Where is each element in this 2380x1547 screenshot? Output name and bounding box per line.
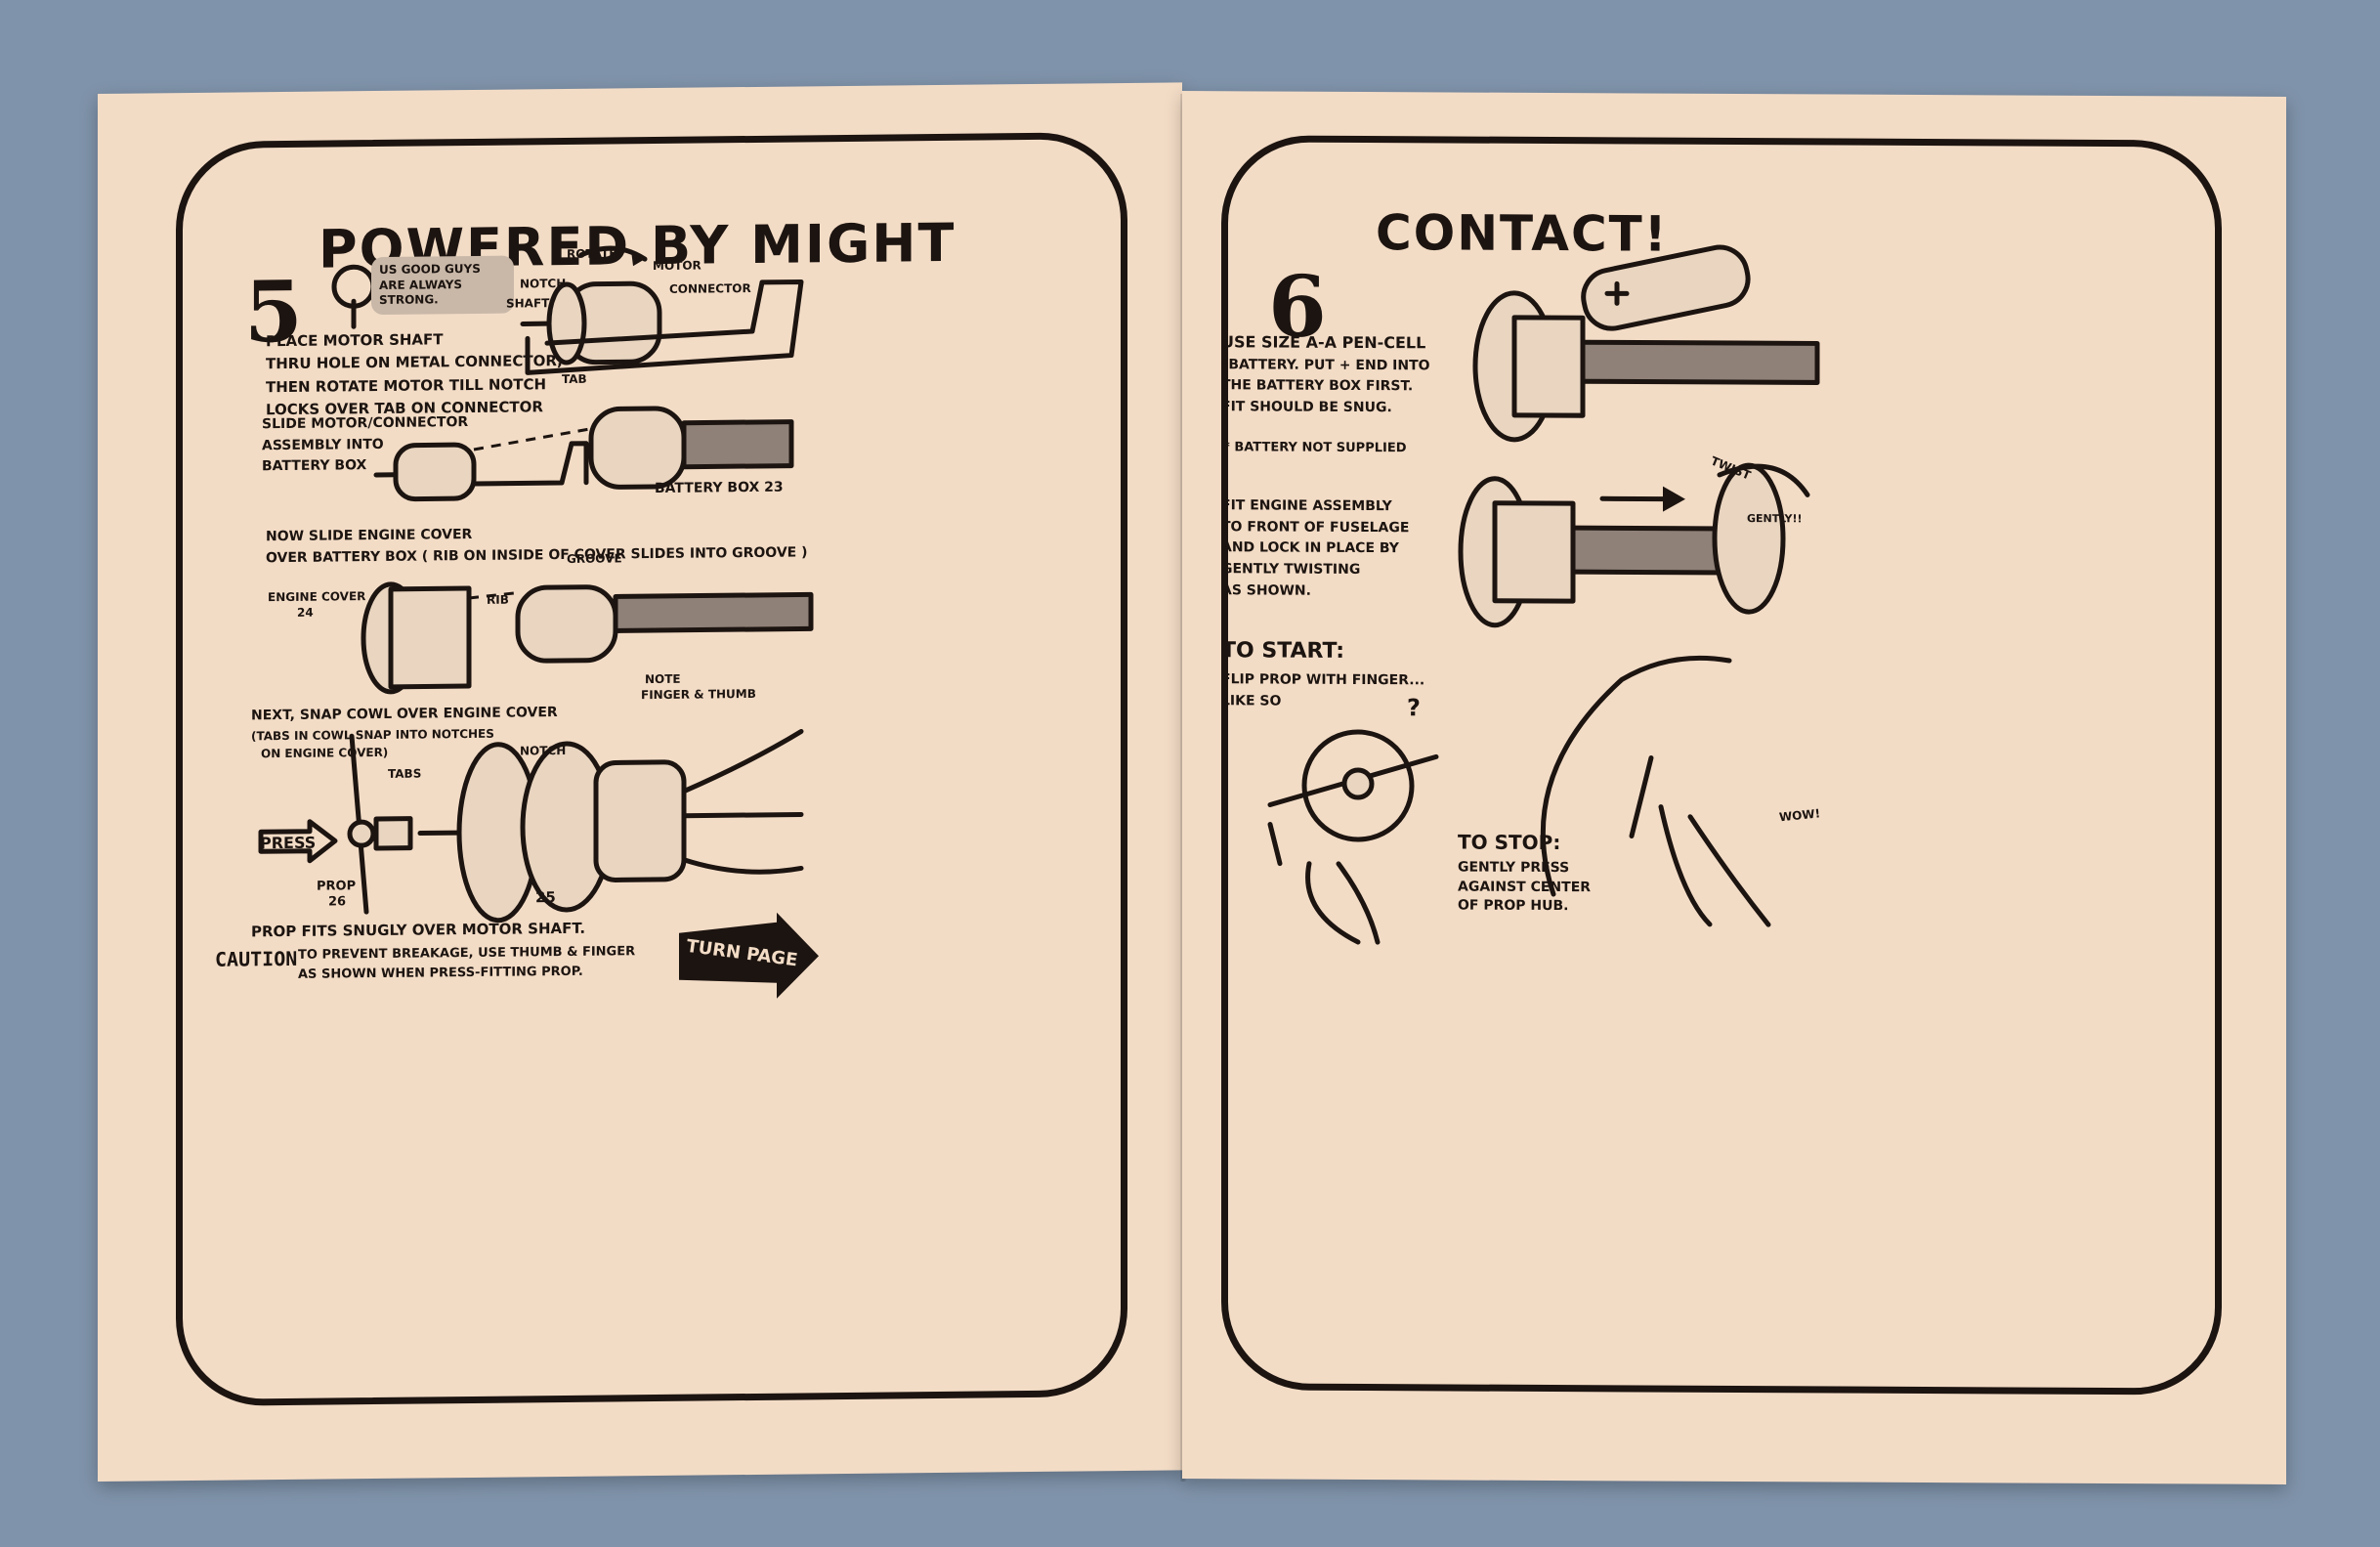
engine-fit-diagram <box>1458 462 1810 628</box>
cowl-prop-diagram <box>347 728 804 924</box>
label-rib: RIB <box>487 592 509 607</box>
label-notch: NOTCH <box>520 276 567 291</box>
label-groove: GROOVE <box>567 551 622 566</box>
instruction-line-2: THRU HOLE ON METAL CONNECTOR, <box>266 352 563 373</box>
note-bubble: US GOOD GUYS ARE ALWAYS STRONG. <box>371 255 514 315</box>
fit-line-5: AS SHOWN. <box>1221 582 1311 599</box>
caution-line-2: AS SHOWN WHEN PRESS-FITTING PROP. <box>298 964 583 982</box>
battery-line-2: *BATTERY. PUT + END INTO <box>1221 357 1430 374</box>
start-text: FLIP PROP WITH FINGER... LIKE SO <box>1221 669 1424 712</box>
label-engine-cover: ENGINE COVER 24 <box>268 589 365 621</box>
battery-line-3: THE BATTERY BOX FIRST. <box>1221 377 1414 395</box>
start-line-2: LIKE SO <box>1221 692 1282 709</box>
stop-line-1: GENTLY PRESS <box>1458 859 1570 877</box>
label-note: NOTE FINGER & THUMB <box>641 671 756 703</box>
to-start-heading: TO START: <box>1221 638 1345 664</box>
caution-label: CAUTION <box>215 946 298 971</box>
motor-connector-diagram <box>520 245 804 375</box>
instruction-line-3: THEN ROTATE MOTOR TILL NOTCH <box>266 374 547 396</box>
fit-line-2: TO FRONT OF FUSELAGE <box>1221 518 1410 536</box>
label-tab: TAB <box>562 371 587 387</box>
cowl-line-1: NEXT, SNAP COWL OVER ENGINE COVER <box>251 705 558 724</box>
battery-line-1: USE SIZE A-A PEN-CELL <box>1221 332 1426 353</box>
label-battery-box: BATTERY BOX 23 <box>655 479 784 497</box>
start-line-1: FLIP PROP WITH FINGER... <box>1221 671 1425 689</box>
label-press: PRESS <box>260 833 317 853</box>
engine-cover-diagram <box>361 581 814 695</box>
label-gently: GENTLY!! <box>1747 512 1803 526</box>
label-rotate: ROTATE <box>567 246 617 261</box>
battery-box-diagram <box>373 406 794 502</box>
caution-text: TO PREVENT BREAKAGE, USE THUMB & FINGER … <box>298 942 635 984</box>
note-label: NOTE <box>645 671 681 687</box>
label-connector: CONNECTOR <box>669 280 751 296</box>
battery-text: USE SIZE A-A PEN-CELL *BATTERY. PUT + EN… <box>1221 330 1430 419</box>
label-motor: MOTOR <box>653 258 701 274</box>
stop-text: GENTLY PRESS AGAINST CENTER OF PROP HUB. <box>1458 859 1591 917</box>
label-tabs: TABS <box>388 766 422 781</box>
prop-number: 26 <box>328 893 347 910</box>
instruction-sheet: POWERED BY MIGHT 5 US GOOD GUYS ARE ALWA… <box>98 82 2286 1484</box>
to-stop-heading: TO STOP: <box>1458 830 1561 855</box>
flip-prop-diagram <box>1267 729 1439 945</box>
stop-prop-diagram <box>1540 655 1771 927</box>
instruction-line-1: PLACE MOTOR SHAFT <box>266 330 444 351</box>
label-prop: PROP 26 <box>317 879 356 910</box>
stop-line-3: OF PROP HUB. <box>1458 897 1569 915</box>
label-shaft: SHAFT <box>506 296 550 311</box>
fit-line-3: AND LOCK IN PLACE BY <box>1221 539 1399 557</box>
question-mark: ? <box>1407 694 1421 722</box>
prop-fits-text: PROP FITS SNUGLY OVER MOTOR SHAFT. <box>251 919 586 941</box>
press-arrow <box>258 819 338 864</box>
engine-cover-label: ENGINE COVER <box>268 589 366 605</box>
label-cowl-number: 25 <box>535 888 556 907</box>
battery-line-4: FIT SHOULD BE SNUG. <box>1221 399 1392 416</box>
caution-line-1: TO PREVENT BREAKAGE, USE THUMB & FINGER <box>298 944 636 963</box>
battery-not-supplied: * BATTERY NOT SUPPLIED <box>1223 440 1407 456</box>
prop-label: PROP <box>317 879 357 894</box>
fit-text: FIT ENGINE ASSEMBLY TO FRONT OF FUSELAGE… <box>1221 495 1409 602</box>
turn-page-arrow <box>679 912 819 999</box>
fit-line-4: GENTLY TWISTING <box>1221 561 1361 579</box>
battery-insert-diagram <box>1472 244 1820 443</box>
stop-line-2: AGAINST CENTER <box>1458 879 1592 895</box>
right-page: CONTACT! 6 USE SIZE A-A PEN-CELL *BATTER… <box>1182 91 2286 1484</box>
label-notch-cowl: NOTCH <box>520 743 567 758</box>
engine-cover-number: 24 <box>297 605 314 620</box>
finger-thumb-label: FINGER & THUMB <box>641 686 756 702</box>
fit-line-1: FIT ENGINE ASSEMBLY <box>1221 497 1392 515</box>
left-page: POWERED BY MIGHT 5 US GOOD GUYS ARE ALWA… <box>98 82 1182 1482</box>
